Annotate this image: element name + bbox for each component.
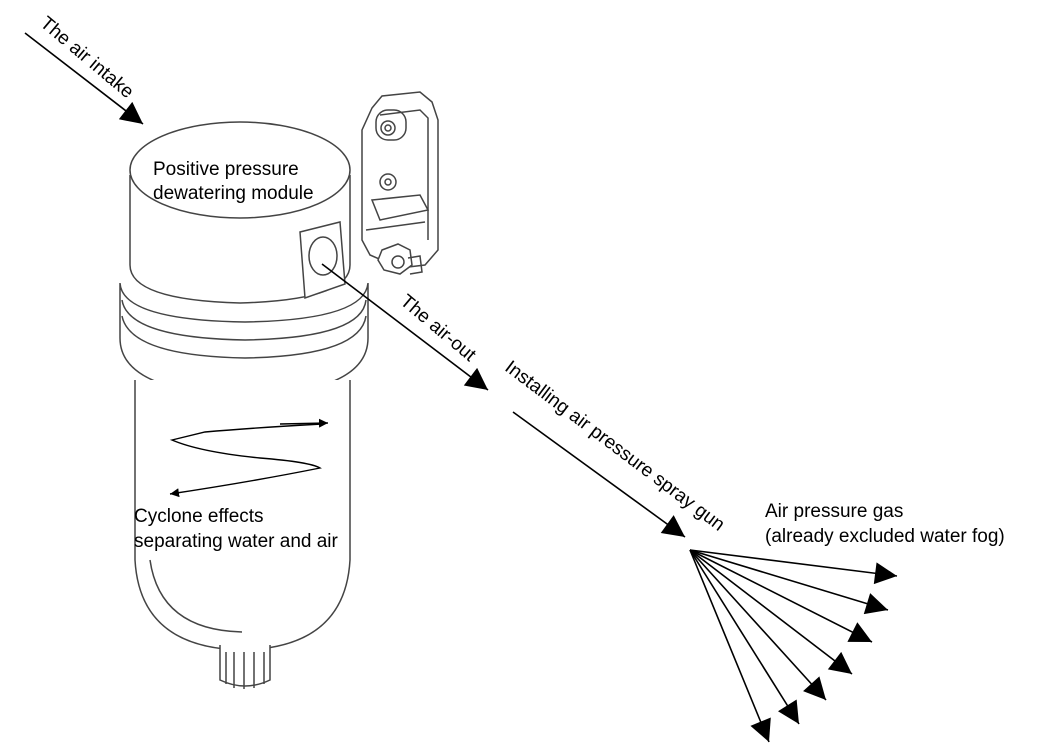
spray-gun-arrow [512,411,686,538]
filter-body [119,91,439,689]
cyclone-label-line2: separating water and air [134,531,338,552]
intake-arrow [24,32,144,125]
spray-arrow [689,549,800,725]
cyclone-label-line1: Cyclone effects [134,506,264,527]
spray-fan [689,549,898,743]
module-label-line1: Positive pressure [153,159,299,180]
collar-ring [119,282,369,397]
spray-arrow [689,549,889,615]
mounting-bracket [361,91,439,275]
spray-arrow [689,549,853,675]
spray-arrow [689,549,827,701]
gas-label-line2: (already excluded water fog) [765,526,1005,547]
flow-arrows [24,32,686,538]
spray-arrow [689,549,873,643]
spray-arrow [689,549,771,743]
top-cap [129,121,351,304]
module-label-line2: dewatering module [153,183,314,204]
drain-valve [219,645,271,689]
cyclone-path [169,418,329,498]
spray-arrow [689,549,898,585]
gas-label-line1: Air pressure gas [765,501,904,522]
air-out-arrow [321,263,489,391]
